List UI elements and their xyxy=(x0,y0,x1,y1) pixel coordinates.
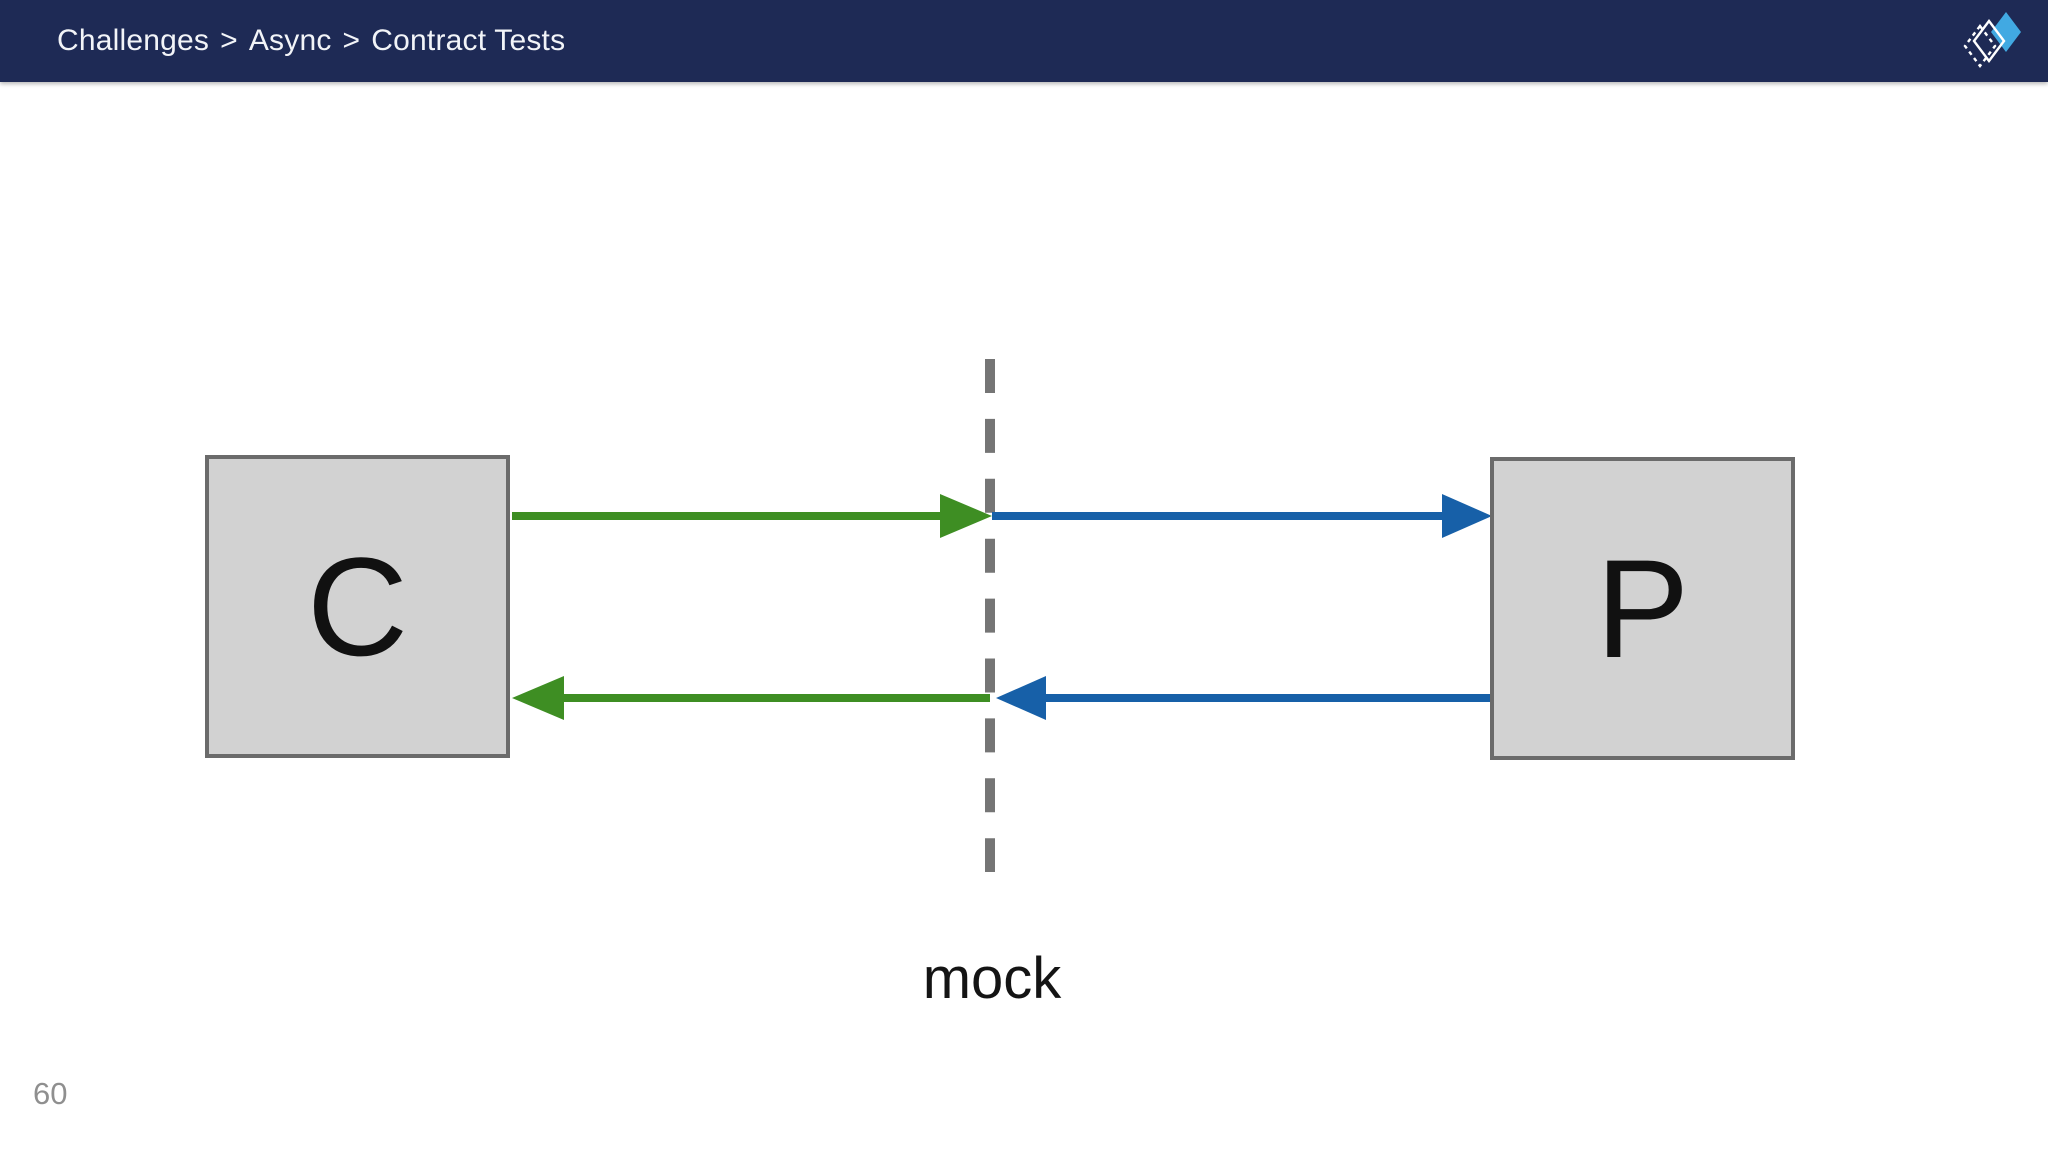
breadcrumb-item-challenges: Challenges xyxy=(57,24,210,57)
provider-response-arrowhead xyxy=(996,676,1046,720)
breadcrumb-item-contract-tests: Contract Tests xyxy=(371,24,566,57)
logo-diamond-dashed xyxy=(1963,24,1997,68)
logo-diamond-outline xyxy=(1972,19,2006,63)
consumer-box: C xyxy=(205,455,510,758)
page-number: 60 xyxy=(33,1076,68,1111)
provider-box: P xyxy=(1490,457,1795,760)
header-bar: Challenges > Async > Contract Tests xyxy=(0,0,2048,82)
breadcrumb-item-async: Async xyxy=(248,24,332,57)
provider-label: P xyxy=(1595,529,1690,687)
breadcrumb: Challenges > Async > Contract Tests xyxy=(57,24,565,58)
mock-label: mock xyxy=(922,946,1062,1011)
consumer-response-arrowhead xyxy=(512,676,564,720)
consumer-request-arrowhead xyxy=(940,494,992,538)
provider-request-arrowhead xyxy=(1442,494,1492,538)
logo-icon xyxy=(1963,12,2021,68)
consumer-label: C xyxy=(306,527,409,685)
logo-diamond-filled xyxy=(1991,12,2021,52)
breadcrumb-separator: > xyxy=(220,24,238,57)
breadcrumb-separator: > xyxy=(342,24,361,57)
